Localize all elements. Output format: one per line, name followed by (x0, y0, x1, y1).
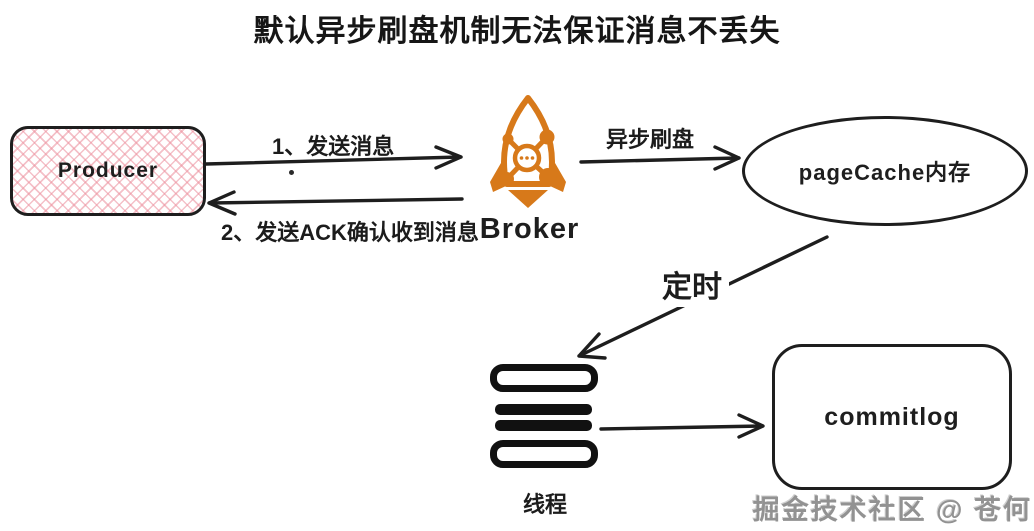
commitlog-label: commitlog (824, 402, 960, 431)
diagram-title: 默认异步刷盘机制无法保证消息不丢失 (253, 15, 781, 48)
ack-arrow-head (207, 190, 237, 216)
send-edge-label: 1、发送消息 (272, 134, 395, 159)
timer-arrow-head (577, 332, 607, 360)
thread-bar-2 (495, 404, 592, 415)
broker-label: Broker (479, 213, 580, 245)
send-arrow-line (204, 155, 462, 166)
thread-bars-icon (490, 364, 598, 468)
watermark: 掘金技术社区 @ 苍何 (752, 495, 1032, 525)
flush-arrow-line (579, 156, 740, 164)
node-commitlog: commitlog (772, 344, 1012, 490)
thread-label: 线程 (522, 492, 567, 517)
pagecache-label: pageCache内存 (798, 160, 972, 185)
rocketmq-rocket-icon (478, 94, 570, 210)
thread-bar-1 (490, 364, 598, 392)
ack-arrow-line (209, 197, 464, 205)
flush-arrow-head (713, 145, 741, 171)
stray-dot (289, 170, 294, 175)
flush-edge-label: 异步刷盘 (606, 127, 695, 152)
producer-label: Producer (57, 159, 159, 182)
thread-bar-4 (490, 440, 598, 468)
node-producer: Producer (10, 126, 206, 216)
write-arrow-head (737, 413, 765, 439)
ack-edge-label: 2、发送ACK确认收到消息 (221, 220, 479, 245)
send-arrow-head (434, 145, 463, 170)
node-pagecache: pageCache内存 (742, 116, 1028, 226)
write-arrow-line (599, 424, 764, 431)
timer-edge-label: 定时 (655, 261, 729, 307)
thread-bar-3 (495, 420, 592, 431)
